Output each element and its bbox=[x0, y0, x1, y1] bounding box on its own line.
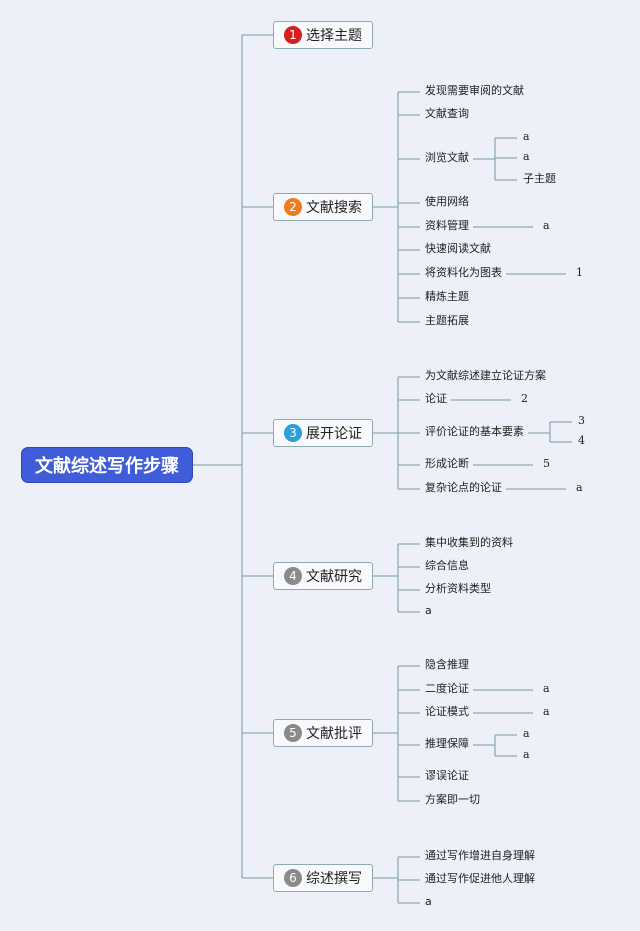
leaf-topic[interactable]: a bbox=[425, 604, 432, 617]
sub-topic[interactable]: 3 bbox=[578, 414, 585, 427]
number-badge-icon: 2 bbox=[284, 198, 302, 216]
number-badge-icon: 3 bbox=[284, 424, 302, 442]
sub-topic[interactable]: a bbox=[523, 130, 530, 143]
leaf-topic[interactable]: 综合信息 bbox=[425, 559, 469, 572]
branch-label: 展开论证 bbox=[306, 426, 362, 442]
number-badge-icon: 4 bbox=[284, 567, 302, 585]
leaf-topic[interactable]: 推理保障 bbox=[425, 737, 469, 750]
leaf-topic[interactable]: 评价论证的基本要素 bbox=[425, 425, 524, 438]
leaf-topic[interactable]: 集中收集到的资料 bbox=[425, 536, 513, 549]
leaf-topic[interactable]: 文献查询 bbox=[425, 107, 469, 120]
sub-topic[interactable]: 1 bbox=[576, 266, 583, 279]
leaf-topic[interactable]: 论证 bbox=[425, 392, 447, 405]
leaf-topic[interactable]: 将资料化为图表 bbox=[425, 266, 502, 279]
leaf-topic[interactable]: 论证模式 bbox=[425, 705, 469, 718]
leaf-topic[interactable]: 形成论断 bbox=[425, 457, 469, 470]
leaf-topic[interactable]: 谬误论证 bbox=[425, 769, 469, 782]
sub-topic[interactable]: a bbox=[576, 481, 583, 494]
branch-label: 文献研究 bbox=[306, 569, 362, 585]
leaf-topic[interactable]: 精炼主题 bbox=[425, 290, 469, 303]
leaf-topic[interactable]: 浏览文献 bbox=[425, 151, 469, 164]
leaf-topic[interactable]: 为文献综述建立论证方案 bbox=[425, 369, 546, 382]
sub-topic[interactable]: 子主题 bbox=[523, 172, 556, 185]
branch-label: 综述撰写 bbox=[306, 871, 362, 887]
branch-label: 选择主题 bbox=[306, 28, 362, 44]
leaf-topic[interactable]: 复杂论点的论证 bbox=[425, 481, 502, 494]
sub-topic[interactable]: a bbox=[523, 748, 530, 761]
branch-label: 文献批评 bbox=[306, 726, 362, 742]
leaf-topic[interactable]: 使用网络 bbox=[425, 195, 469, 208]
sub-topic[interactable]: a bbox=[543, 219, 550, 232]
branch-label: 文献搜索 bbox=[306, 200, 362, 216]
sub-topic[interactable]: 4 bbox=[578, 434, 585, 447]
number-badge-icon: 1 bbox=[284, 26, 302, 44]
sub-topic[interactable]: 2 bbox=[521, 392, 528, 405]
leaf-topic[interactable]: 通过写作促进他人理解 bbox=[425, 872, 535, 885]
sub-topic[interactable]: 5 bbox=[543, 457, 550, 470]
root-topic[interactable]: 文献综述写作步骤 bbox=[21, 447, 193, 483]
sub-topic[interactable]: a bbox=[543, 705, 550, 718]
leaf-topic[interactable]: 通过写作增进自身理解 bbox=[425, 849, 535, 862]
leaf-topic[interactable]: a bbox=[425, 895, 432, 908]
sub-topic[interactable]: a bbox=[523, 150, 530, 163]
leaf-topic[interactable]: 快速阅读文献 bbox=[425, 242, 491, 255]
leaf-topic[interactable]: 分析资料类型 bbox=[425, 582, 491, 595]
leaf-topic[interactable]: 隐含推理 bbox=[425, 658, 469, 671]
sub-topic[interactable]: a bbox=[543, 682, 550, 695]
number-badge-icon: 6 bbox=[284, 869, 302, 887]
number-badge-icon: 5 bbox=[284, 724, 302, 742]
sub-topic[interactable]: a bbox=[523, 727, 530, 740]
leaf-topic[interactable]: 资料管理 bbox=[425, 219, 469, 232]
leaf-topic[interactable]: 发现需要审阅的文献 bbox=[425, 84, 524, 97]
leaf-topic[interactable]: 二度论证 bbox=[425, 682, 469, 695]
leaf-topic[interactable]: 方案即一切 bbox=[425, 793, 480, 806]
leaf-topic[interactable]: 主题拓展 bbox=[425, 314, 469, 327]
